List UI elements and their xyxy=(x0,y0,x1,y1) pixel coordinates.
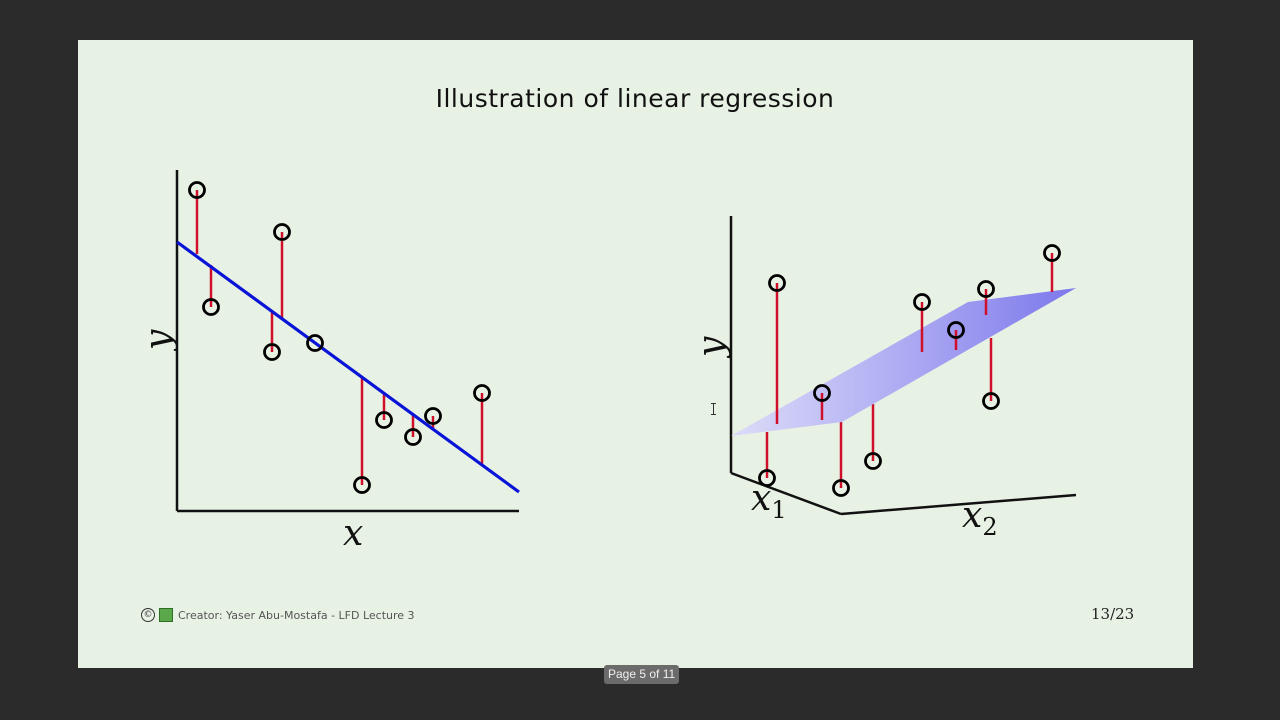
footer-credit: Creator: Yaser Abu-Mostafa - LFD Lecture… xyxy=(178,608,415,622)
data-point xyxy=(947,321,965,339)
right-x1-axis xyxy=(730,471,842,516)
left-points xyxy=(188,181,491,494)
data-point xyxy=(913,293,931,311)
data-point xyxy=(202,298,220,316)
slide-title: Illustration of linear regression xyxy=(435,84,835,113)
right-x1-label: x1 xyxy=(751,478,787,524)
left-residuals xyxy=(195,190,484,485)
right-x2-label: x2 xyxy=(962,495,998,541)
right-x2-axis xyxy=(840,493,1077,516)
slide-footer: © Creator: Yaser Abu-Mostafa - LFD Lectu… xyxy=(141,608,415,622)
regression-line xyxy=(176,240,520,494)
data-point xyxy=(404,428,422,446)
data-point xyxy=(188,181,206,199)
left-x-label: x xyxy=(343,513,363,554)
data-point xyxy=(758,469,776,487)
copyright-icon: © xyxy=(141,608,155,622)
data-point xyxy=(813,384,831,402)
data-point xyxy=(375,411,393,429)
data-point xyxy=(977,280,995,298)
caltech-logo-icon xyxy=(159,608,173,622)
regression-plane xyxy=(731,288,1076,436)
data-point xyxy=(263,343,281,361)
left-figure: x y xyxy=(138,170,520,554)
data-point xyxy=(473,384,491,402)
data-point xyxy=(864,452,882,470)
data-point xyxy=(306,334,324,352)
data-point xyxy=(273,223,291,241)
data-point xyxy=(424,407,442,425)
data-point xyxy=(1043,244,1061,262)
text-cursor-icon xyxy=(711,403,716,415)
right-figure: x1 x2 y xyxy=(691,216,1077,541)
slide-page-number: 13/23 xyxy=(1091,605,1135,623)
data-point xyxy=(832,479,850,497)
right-points xyxy=(758,244,1061,497)
data-point xyxy=(768,274,786,292)
right-y-label: y xyxy=(691,336,732,359)
left-y-label: y xyxy=(138,329,179,352)
data-point xyxy=(982,392,1000,410)
page-indicator: Page 5 of 11 xyxy=(604,665,680,684)
data-point xyxy=(353,476,371,494)
